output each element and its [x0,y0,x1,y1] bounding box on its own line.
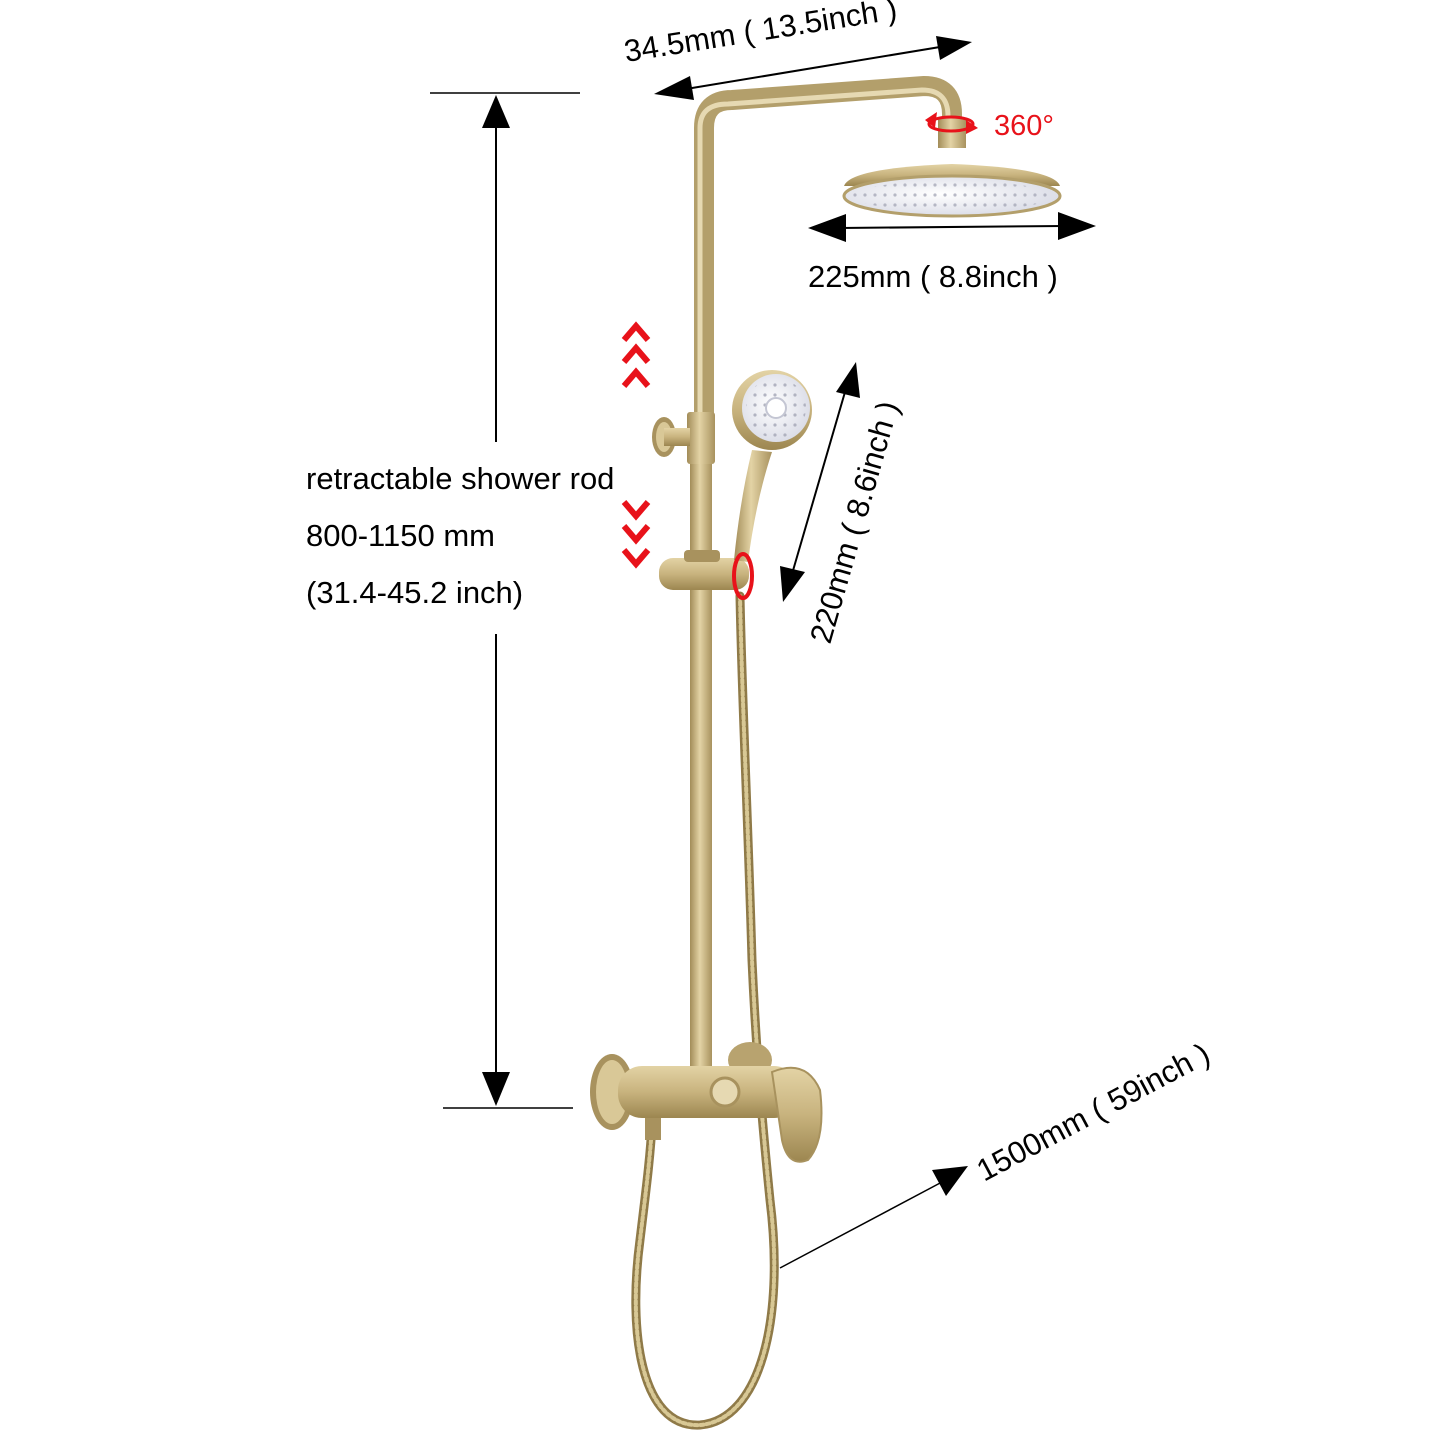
arrow-down-icon [780,566,805,602]
rod-range-dimension [430,92,580,1109]
lower-rod [690,450,712,1070]
arm-highlight [697,87,951,420]
holder-rotate-icon [732,552,754,600]
arrow-right-icon [932,1166,968,1196]
arrow-down-icon [482,1072,510,1106]
rod-range-mm: 800-1150 mm [306,518,495,553]
rod-label: retractable shower rod [306,461,614,496]
shower-hardware [590,76,1062,1430]
slide-down-chevrons-icon [621,500,651,569]
overhead-shower-head [842,164,1062,218]
rotation-label: 360° [994,110,1054,142]
arm-length-dimension [654,36,972,100]
handheld-length-label: 220mm ( 8.6inch ) [803,397,906,647]
head-diameter-label: 225mm ( 8.8inch ) [808,259,1058,294]
overhead-arm [694,76,962,420]
slider-holder [659,550,749,590]
arrow-left-icon [808,214,846,242]
arrow-right-icon [936,36,972,60]
rod-range-inch: (31.4-45.2 inch) [306,575,523,610]
arrow-left-icon [654,76,694,100]
rod-joint [687,412,715,464]
hose-length-dimension [779,1166,968,1269]
head-connector [938,118,966,148]
arrow-up-icon [482,95,510,128]
arrow-up-icon [836,362,860,398]
handheld-length-dimension [780,362,860,602]
head-diameter-dimension [808,212,1096,242]
arm-length-label: 34.5mm ( 13.5inch ) [622,0,900,69]
handheld-shower [732,370,812,562]
mixer-valve [590,1042,823,1163]
wall-bracket [652,417,690,457]
rotation-icon [925,112,978,134]
arrow-right-icon [1058,212,1096,240]
hose-braid [633,594,777,1428]
hose-length-label: 1500mm ( 59inch ) [971,1036,1216,1188]
slide-up-chevrons-icon [621,321,651,388]
